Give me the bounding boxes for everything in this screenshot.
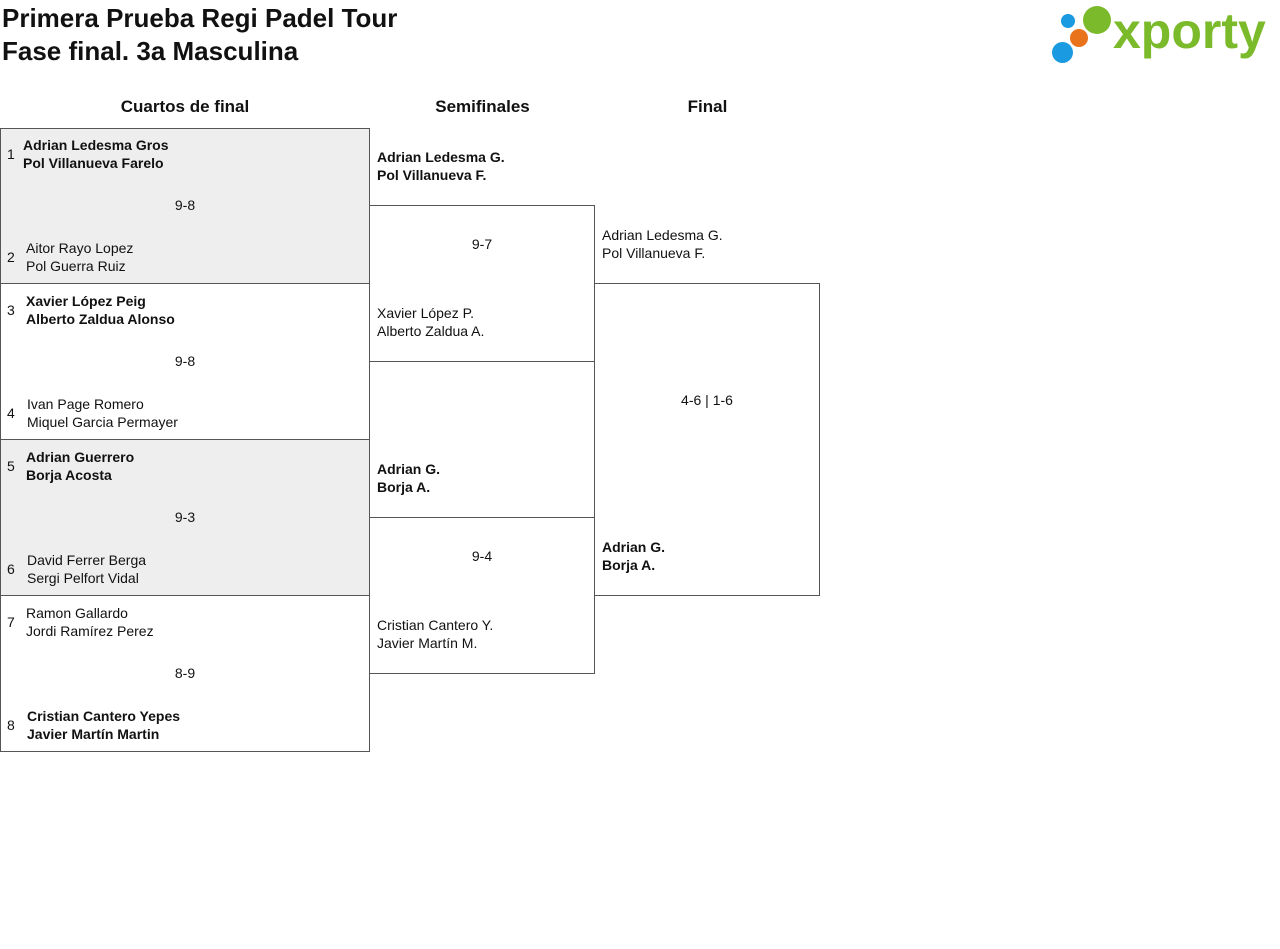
player-name: Xavier López P.: [377, 305, 475, 321]
player-name: Adrian Ledesma Gros: [23, 137, 169, 153]
player-name: Pol Guerra Ruiz: [26, 258, 126, 274]
player-name: Aitor Rayo Lopez: [26, 240, 134, 256]
player-name: Sergi Pelfort Vidal: [27, 570, 139, 586]
team-entry[interactable]: Adrian Ledesma Gros Pol Villanueva Farel…: [23, 136, 169, 172]
team-entry[interactable]: Adrian G. Borja A.: [602, 538, 665, 574]
match-score: 9-3: [174, 509, 196, 525]
player-name: Adrian Ledesma G.: [377, 149, 505, 165]
xporty-logo[interactable]: xporty: [1050, 4, 1276, 68]
seed-number: 2: [7, 249, 15, 265]
player-name: Adrian G.: [377, 461, 441, 477]
player-name: Alberto Zaldua A.: [377, 323, 485, 339]
phase-subtitle: Fase final. 3a Masculina: [2, 36, 299, 66]
team-entry[interactable]: Aitor Rayo Lopez Pol Guerra Ruiz: [26, 239, 133, 275]
logo-wordmark: xporty: [1113, 3, 1266, 59]
seed-number: 5: [7, 458, 15, 474]
player-name: Xavier López Peig: [26, 293, 146, 309]
logo-dot-green-icon: [1083, 6, 1111, 34]
player-name: Javier Martín Martin: [27, 726, 160, 742]
tournament-title: Primera Prueba Regi Padel Tour: [2, 3, 398, 33]
seed-number: 7: [7, 614, 15, 630]
seed-number: 1: [7, 146, 15, 162]
round-header-final: Final: [687, 97, 728, 116]
team-entry[interactable]: Adrian Ledesma G. Pol Villanueva F.: [377, 148, 505, 184]
logo-dot-orange-icon: [1070, 29, 1088, 47]
match-score: 9-8: [174, 353, 196, 369]
team-entry[interactable]: Xavier López P. Alberto Zaldua A.: [377, 304, 484, 340]
player-name: Cristian Cantero Y.: [377, 617, 494, 633]
team-entry[interactable]: Cristian Cantero Y. Javier Martín M.: [377, 616, 493, 652]
player-name: Borja A.: [602, 557, 656, 573]
player-name: Alberto Zaldua Alonso: [26, 311, 175, 327]
seed-number: 6: [7, 561, 15, 577]
team-entry[interactable]: Cristian Cantero Yepes Javier Martín Mar…: [27, 707, 180, 743]
player-name: Adrian Ledesma G.: [602, 227, 723, 243]
team-entry[interactable]: David Ferrer Berga Sergi Pelfort Vidal: [27, 551, 146, 587]
logo-dot-blue-large-icon: [1052, 42, 1073, 63]
player-name: David Ferrer Berga: [27, 552, 147, 568]
player-name: Borja Acosta: [26, 467, 112, 483]
final-match: [594, 283, 820, 596]
match-score: 4-6 | 1-6: [681, 392, 733, 408]
player-name: Jordi Ramírez Perez: [26, 623, 154, 639]
player-name: Miquel Garcia Permayer: [27, 414, 178, 430]
team-entry[interactable]: Adrian Guerrero Borja Acosta: [26, 448, 134, 484]
player-name: Borja A.: [377, 479, 431, 495]
match-score: 9-8: [174, 197, 196, 213]
team-entry[interactable]: Adrian Ledesma G. Pol Villanueva F.: [602, 226, 723, 262]
player-name: Ramon Gallardo: [26, 605, 128, 621]
player-name: Ivan Page Romero: [27, 396, 144, 412]
match-score: 9-7: [471, 236, 493, 252]
round-header-semifinals: Semifinales: [435, 97, 530, 116]
team-entry[interactable]: Xavier López Peig Alberto Zaldua Alonso: [26, 292, 175, 328]
round-header-quarterfinals: Cuartos de final: [120, 97, 250, 116]
quarterfinal-match-1: [0, 128, 370, 284]
team-entry[interactable]: Ramon Gallardo Jordi Ramírez Perez: [26, 604, 154, 640]
player-name: Pol Villanueva F.: [377, 167, 487, 183]
quarterfinal-match-3: [0, 439, 370, 596]
seed-number: 3: [7, 302, 15, 318]
team-entry[interactable]: Adrian G. Borja A.: [377, 460, 440, 496]
logo-dot-blue-small-icon: [1061, 14, 1075, 28]
team-entry[interactable]: Ivan Page Romero Miquel Garcia Permayer: [27, 395, 178, 431]
player-name: Adrian G.: [602, 539, 666, 555]
player-name: Adrian Guerrero: [26, 449, 135, 465]
player-name: Cristian Cantero Yepes: [27, 708, 181, 724]
seed-number: 4: [7, 405, 15, 421]
player-name: Javier Martín M.: [377, 635, 478, 651]
match-score: 8-9: [174, 665, 196, 681]
seed-number: 8: [7, 717, 15, 733]
player-name: Pol Villanueva F.: [602, 245, 706, 261]
match-score: 9-4: [471, 548, 493, 564]
player-name: Pol Villanueva Farelo: [23, 155, 164, 171]
